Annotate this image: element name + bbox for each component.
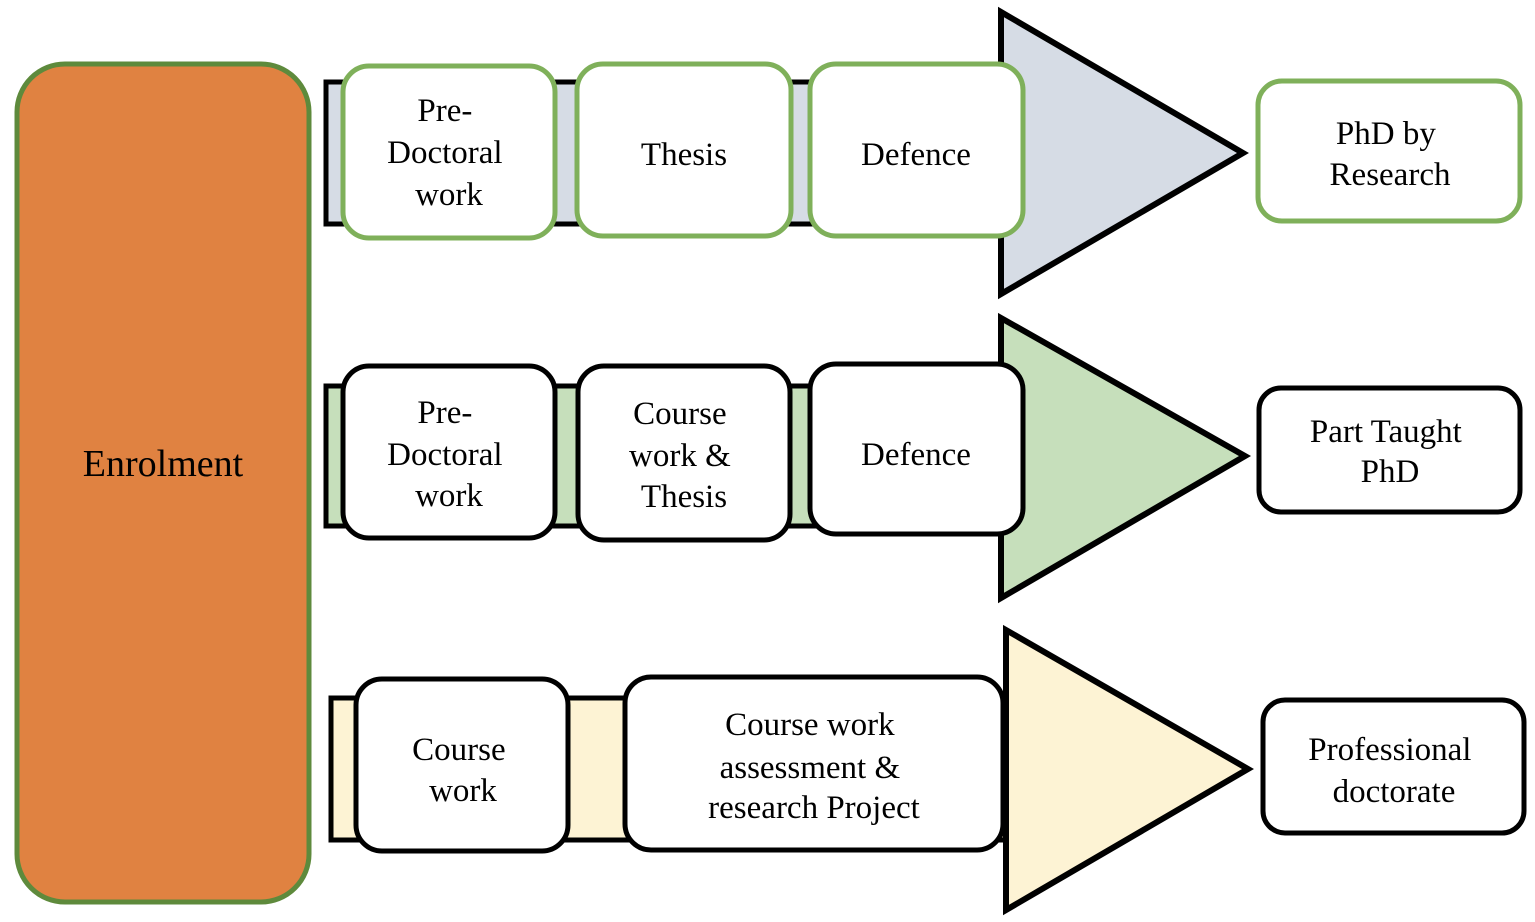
step-box-pre-doctoral-work bbox=[340, 63, 558, 241]
track-arrowhead-research bbox=[998, 6, 1249, 300]
step-box-thesis bbox=[574, 61, 794, 239]
step-box-defence bbox=[807, 361, 1026, 537]
step-label-pre-doctoral-work: Pre- Doctoral work bbox=[387, 395, 511, 514]
outcome-box-phd-by-research bbox=[1255, 78, 1523, 224]
track-part-taught-phd: Pre- Doctoral work Course work & Thesis … bbox=[323, 312, 1523, 604]
step-label-pre-doctoral-work: Pre- Doctoral work bbox=[387, 93, 511, 213]
track-phd-by-research: Pre- Doctoral work Thesis Defence PhD by… bbox=[323, 6, 1523, 300]
step-box-defence bbox=[807, 61, 1026, 239]
step-label-thesis: Thesis bbox=[641, 137, 727, 173]
outcome-box-professional-doctorate bbox=[1260, 697, 1527, 836]
step-label-defence: Defence bbox=[861, 437, 971, 473]
outcome-label-part-taught-phd: Part Taught PhD bbox=[1310, 414, 1470, 490]
step-label-course-work: Course work bbox=[412, 732, 514, 809]
step-box-course-work-and-thesis bbox=[575, 363, 793, 543]
track-professional-doctorate: Course work Course work assessment & res… bbox=[328, 624, 1527, 916]
outcome-label-phd-by-research: PhD by Research bbox=[1330, 116, 1451, 193]
enrolment-label: Enrolment bbox=[83, 443, 244, 485]
step-label-defence: Defence bbox=[861, 137, 971, 173]
step-label-course-work-assessment-and-research-project: Course work assessment & research Projec… bbox=[708, 707, 920, 826]
enrolment-block: Enrolment bbox=[14, 61, 312, 905]
enrolment-box bbox=[14, 61, 312, 905]
step-box-pre-doctoral-work bbox=[340, 363, 558, 541]
track-arrowhead-professional bbox=[1003, 624, 1254, 916]
outcome-label-professional-doctorate: Professional doctorate bbox=[1308, 732, 1479, 810]
outcome-box-part-taught-phd bbox=[1256, 385, 1523, 515]
step-box-course-work bbox=[353, 676, 571, 854]
step-label-course-work-and-thesis: Course work & Thesis bbox=[629, 396, 739, 515]
step-box-course-work-assessment-and-research-project bbox=[622, 674, 1006, 853]
track-arrowhead-taught bbox=[998, 312, 1252, 604]
